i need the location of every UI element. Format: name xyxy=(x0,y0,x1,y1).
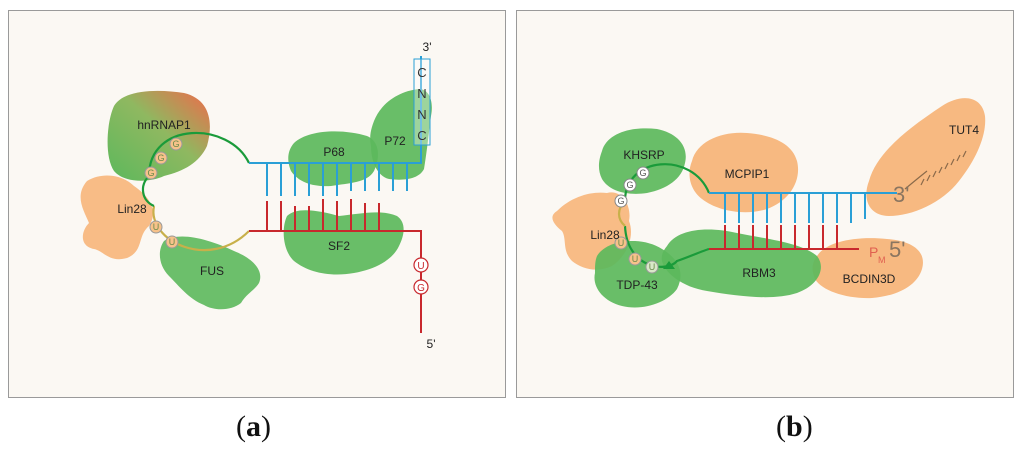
label-mcpip1: MCPIP1 xyxy=(725,167,770,181)
tut4-blob xyxy=(866,98,986,216)
p68-blob xyxy=(288,131,379,187)
caption-a-open: ( xyxy=(236,410,246,443)
panel-b: 3' 5' P M G G G U U U KHSRP Lin28 TDP-43… xyxy=(516,10,1014,398)
cnnc-n2: N xyxy=(417,107,426,122)
caption-a-letter: a xyxy=(246,410,261,443)
five-prime-label-b: 5' xyxy=(889,237,905,262)
uu-nucleotides: U U xyxy=(149,220,179,249)
blue-base-teeth-b xyxy=(724,193,866,223)
blue-base-teeth xyxy=(266,163,408,196)
loop-bottom xyxy=(152,205,250,252)
label-hnrnpa1: hnRNAP1 xyxy=(137,118,191,132)
lin28-blob xyxy=(80,175,154,260)
gg-nt-b-1: G xyxy=(639,168,646,178)
label-p72: P72 xyxy=(384,134,406,148)
pm-m-label: M xyxy=(878,255,886,265)
caption-a-close: ) xyxy=(261,410,271,443)
strand-5prime xyxy=(249,230,422,333)
label-tdp43: TDP-43 xyxy=(616,278,658,292)
gg-nt-3: G xyxy=(147,168,154,178)
p72-blob xyxy=(370,89,432,180)
caption-a: (a) xyxy=(236,410,271,444)
label-bcdin3d: BCDIN3D xyxy=(843,272,896,286)
strand-3prime xyxy=(249,56,422,164)
gg-nucleotides: G G G xyxy=(144,137,183,180)
label-lin28: Lin28 xyxy=(117,202,147,216)
cnnc-c2: C xyxy=(417,128,426,143)
uu-nucleotides-b: U U U xyxy=(614,236,659,274)
label-p68: P68 xyxy=(323,145,345,159)
poly-u-tail xyxy=(904,150,967,190)
caption-b-open: ( xyxy=(776,410,786,443)
uu-nt-1: U xyxy=(153,222,160,232)
khsrp-blob xyxy=(598,128,686,194)
caption-b-close: ) xyxy=(802,410,813,443)
caption-b: (b) xyxy=(776,410,813,444)
tdp43-blob xyxy=(594,240,681,308)
gg-nt-1: G xyxy=(172,139,179,149)
red-base-teeth xyxy=(266,199,380,231)
uu-nt-b-3: U xyxy=(649,262,656,272)
bcdin3d-blob xyxy=(812,238,923,299)
uu-nt-2: U xyxy=(169,237,176,247)
ug-nt-1: U xyxy=(417,261,424,272)
caption-b-letter: b xyxy=(786,410,803,443)
gg-nt-b-3: G xyxy=(617,196,624,206)
cnnc-box xyxy=(413,58,431,146)
panel-a: C N N C 3' 5' G G G U U U G hnRNAP1 Lin2… xyxy=(8,10,506,398)
sf2-blob xyxy=(283,210,404,275)
gg-nt-b-2: G xyxy=(626,180,633,190)
ug-nt-2: G xyxy=(417,283,425,294)
loop-bottom-b xyxy=(623,225,710,268)
ug-nucleotides: U G xyxy=(413,257,429,295)
gg-nucleotides-b: G G G xyxy=(614,166,650,208)
gg-nt-2: G xyxy=(157,153,164,163)
uu-nt-b-2: U xyxy=(632,254,639,264)
hnrnpa1-blob xyxy=(107,90,210,181)
loop-left xyxy=(141,175,155,208)
cnnc-n1: N xyxy=(417,86,426,101)
five-prime-label: 5' xyxy=(427,337,436,351)
cleavage-marker xyxy=(663,261,675,269)
rbm3-blob xyxy=(661,229,821,298)
label-khsrp: KHSRP xyxy=(623,148,664,162)
label-rbm3: RBM3 xyxy=(742,266,776,280)
pm-p-label: P xyxy=(869,244,878,260)
three-prime-label: 3' xyxy=(423,40,432,54)
red-base-teeth-b xyxy=(724,225,838,249)
label-lin28-b: Lin28 xyxy=(590,228,620,242)
three-prime-label-b: 3' xyxy=(893,182,909,207)
label-sf2: SF2 xyxy=(328,239,350,253)
label-fus: FUS xyxy=(200,264,224,278)
uu-nt-b-1: U xyxy=(618,238,625,248)
cnnc-c1: C xyxy=(417,65,426,80)
label-tut4: TUT4 xyxy=(949,123,979,137)
loop-top xyxy=(147,132,250,177)
fus-blob xyxy=(159,236,261,310)
